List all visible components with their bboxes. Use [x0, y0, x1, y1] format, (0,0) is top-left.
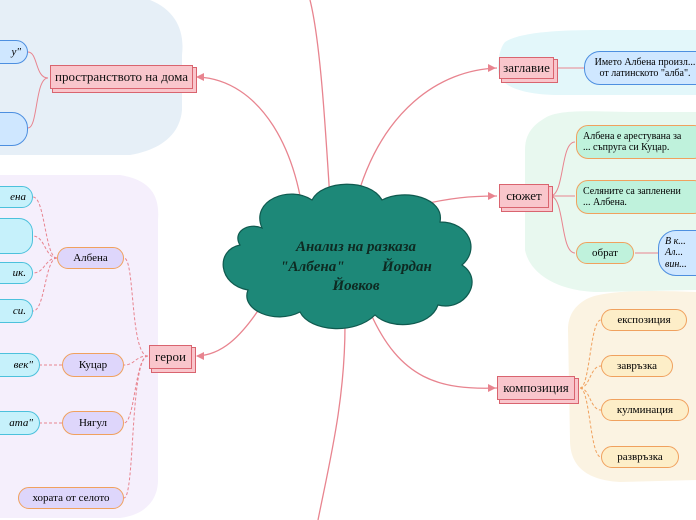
central-topic-author-first: Йордан — [382, 258, 432, 275]
link-comp-2 — [579, 365, 602, 389]
branch-home-label: пространството на дома — [55, 68, 188, 84]
albena-detail-3[interactable]: ик. — [0, 262, 33, 284]
title-child[interactable]: Името Албена произл... от латинското "ал… — [584, 51, 696, 85]
arrowhead-title — [488, 64, 496, 72]
albena-detail-1-label: ена — [10, 190, 26, 203]
home-child-bottom[interactable] — [0, 112, 28, 146]
plot-villagers[interactable]: Селяните са запленени ... Албена. — [576, 180, 696, 214]
comp-resolution-label: развръзка — [617, 450, 663, 463]
plot-villagers-label: Селяните са запленени ... Албена. — [583, 185, 681, 209]
link-plot-arrest — [549, 141, 576, 197]
kutsar-detail-label: век" — [13, 358, 33, 371]
link-plot-twist — [549, 195, 576, 254]
link-albena-4 — [32, 257, 58, 312]
albena-detail-3-label: ик. — [12, 266, 26, 279]
plot-twist-note[interactable]: В к... Ал... вин... — [658, 230, 696, 276]
nyagul-detail[interactable]: ата" — [0, 411, 40, 435]
composition-panel — [568, 290, 696, 482]
hero-albena[interactable]: Албена — [57, 247, 124, 269]
kutsar-detail[interactable]: век" — [0, 353, 40, 377]
hero-nyagul-label: Нягул — [78, 416, 108, 429]
hero-villagers[interactable]: хората от селото — [18, 487, 124, 509]
comp-exposition[interactable]: експозиция — [601, 309, 687, 331]
central-topic-quote: "Албена" — [280, 258, 345, 275]
comp-exposition-label: експозиция — [617, 313, 671, 326]
link-comp-4 — [579, 387, 602, 458]
central-topic-line2: "Албена" Йордан — [240, 258, 472, 278]
hero-albena-label: Албена — [73, 251, 108, 264]
branch-plot-label: сюжет — [506, 187, 542, 203]
link-heroes-albena — [123, 257, 149, 357]
plot-arrest-label: Албена е арестувана за ... съпруга си Ку… — [583, 130, 682, 154]
branch-heroes[interactable]: герои — [149, 345, 192, 369]
link-comp-1 — [579, 319, 602, 389]
branch-title-label: заглавие — [503, 59, 550, 75]
hero-kutsar-label: Куцар — [78, 358, 108, 371]
link-albena-2 — [32, 235, 58, 259]
arrowhead-composition — [488, 384, 496, 392]
central-cloud — [222, 183, 473, 330]
arrowhead-heroes — [196, 352, 204, 360]
link-bottom — [317, 324, 346, 520]
link-title — [354, 67, 498, 206]
arrowhead-plot — [488, 192, 496, 200]
central-topic[interactable]: Анализ на разказа "Албена" Йордан Йовков — [240, 238, 472, 297]
comp-complication[interactable]: завръзка — [601, 355, 673, 377]
central-topic-line1: Анализ на разказа — [296, 239, 416, 255]
link-composition — [369, 311, 498, 389]
link-heroes-kutsar — [123, 355, 149, 366]
home-child-top-label: у" — [11, 45, 21, 58]
comp-climax-label: кулминация — [616, 403, 674, 416]
link-home-top — [27, 51, 49, 79]
central-topic-line4: Йовков — [332, 278, 380, 294]
hero-kutsar[interactable]: Куцар — [62, 353, 124, 377]
branch-home[interactable]: пространството на дома — [50, 65, 193, 89]
hero-villagers-label: хората от селото — [32, 491, 110, 504]
branch-composition-label: композиция — [503, 379, 569, 395]
albena-detail-4[interactable]: си. — [0, 299, 33, 323]
comp-climax[interactable]: кулминация — [601, 399, 689, 421]
home-child-top[interactable]: у" — [0, 40, 28, 64]
plot-twist[interactable]: обрат — [576, 242, 634, 264]
comp-complication-label: завръзка — [616, 359, 657, 372]
branch-heroes-label: герои — [155, 348, 186, 364]
link-home-bottom — [27, 77, 49, 129]
arrowhead-home — [196, 73, 204, 81]
branch-title[interactable]: заглавие — [499, 57, 554, 79]
albena-detail-1[interactable]: ена — [0, 186, 33, 208]
plot-twist-note-label: В к... Ал... вин... — [665, 235, 687, 270]
hero-nyagul[interactable]: Нягул — [62, 411, 124, 435]
plot-arrest[interactable]: Албена е арестувана за ... съпруга си Ку… — [576, 125, 696, 159]
albena-detail-2[interactable] — [0, 218, 33, 254]
branch-plot[interactable]: сюжет — [499, 184, 549, 208]
plot-twist-label: обрат — [591, 246, 618, 259]
branch-composition[interactable]: композиция — [497, 376, 575, 400]
title-child-label: Името Албена произл... от латинското "ал… — [594, 56, 696, 80]
albena-detail-4-label: си. — [12, 304, 26, 317]
link-heroes-nyagul — [123, 355, 149, 424]
link-top — [309, 0, 331, 201]
comp-resolution[interactable]: развръзка — [601, 446, 679, 468]
nyagul-detail-label: ата" — [9, 416, 33, 429]
